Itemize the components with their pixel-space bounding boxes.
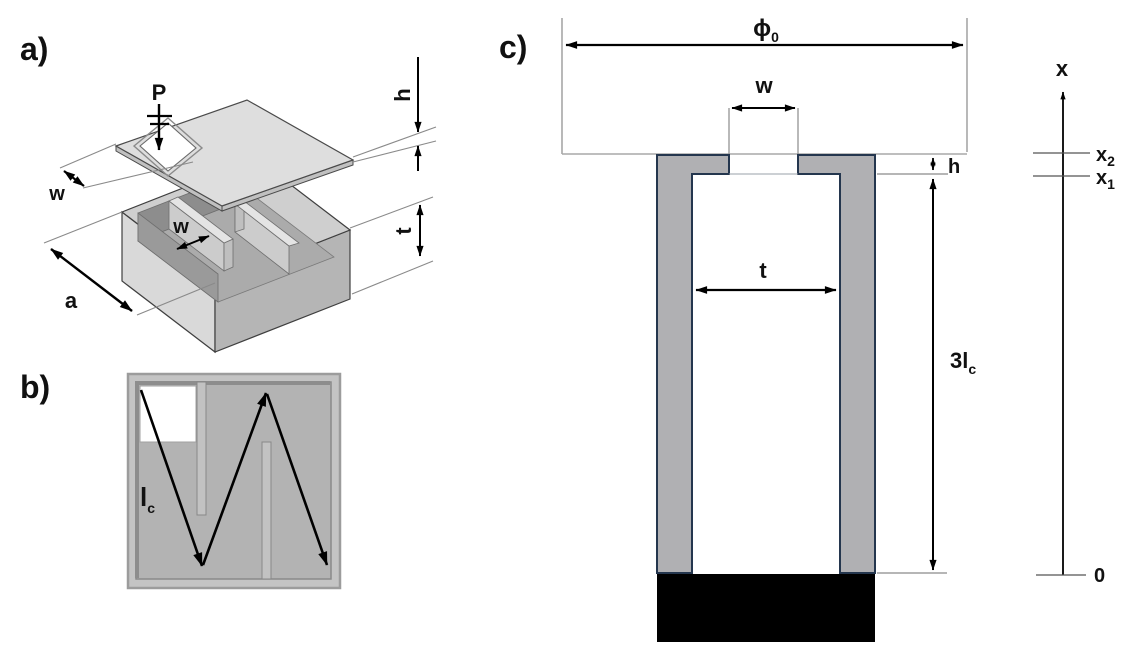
plan-inner-shadow	[135, 381, 330, 578]
channel-length-label: lc	[140, 482, 155, 516]
chip-right-wall	[797, 154, 876, 574]
total-length-label: 3lc	[950, 348, 976, 377]
dimension-lid-inlet-width: w	[48, 143, 194, 205]
dimension-channel-width: w	[172, 216, 210, 250]
lid-top-face	[114, 99, 355, 207]
channel-path-segment-3	[265, 393, 329, 566]
plan-partition-wall-1	[196, 381, 207, 516]
box-side-label: a	[65, 288, 78, 313]
extension-line	[352, 140, 437, 163]
load-label: P	[152, 80, 167, 105]
box-height-label: t	[391, 227, 416, 235]
dimension-wafer-diameter: ϕ0	[561, 15, 968, 154]
channel-path-arrows	[139, 389, 329, 567]
channel-path-segment-2	[201, 392, 268, 566]
inlet-width-label: w	[754, 73, 773, 98]
lid-thickness-label: h	[390, 88, 415, 101]
extension-line	[82, 161, 194, 189]
x-axis: x x2 x1 0	[1033, 56, 1115, 587]
zero-label: 0	[1094, 565, 1105, 587]
dimension-roof-thickness: h	[877, 156, 960, 178]
extension-line	[136, 282, 216, 316]
channel-width-label-c: t	[759, 258, 767, 283]
chip-lid-3d	[114, 99, 355, 212]
dimension-box-side: a	[43, 211, 216, 316]
partition-wall-1-end	[223, 238, 234, 272]
extension-line	[351, 260, 434, 295]
dimension-arrow	[176, 235, 210, 250]
panel-a: a) P	[20, 31, 437, 354]
wafer-diameter-label: ϕ0	[753, 15, 779, 45]
partition-wall-1-top	[168, 196, 234, 244]
channel-path-segment-1	[139, 389, 204, 567]
x2-label: x2	[1096, 144, 1115, 169]
channel-width-label: w	[172, 216, 189, 238]
panel-a-tag: a)	[20, 31, 48, 67]
plan-partition-wall-2	[261, 441, 272, 580]
plan-view: lc	[126, 372, 342, 590]
box-inner-left-wall	[137, 212, 219, 303]
dimension-channel-width-c: t	[695, 258, 837, 294]
extension-line	[349, 196, 434, 229]
x-axis-label: x	[1056, 56, 1069, 81]
dimension-inlet-width: w	[728, 73, 799, 154]
panel-b-tag: b)	[20, 369, 50, 405]
extension-line	[352, 126, 437, 158]
x1-label: x1	[1096, 167, 1115, 192]
lid-inlet-rim	[132, 117, 204, 177]
panel-c-tag: c)	[499, 29, 527, 65]
dimension-box-height: t	[349, 196, 434, 295]
dimension-arrow	[50, 248, 133, 312]
roof-thickness-label: h	[948, 156, 960, 178]
lid-inlet-width-label: w	[48, 183, 65, 205]
extension-line	[43, 211, 123, 244]
panel-c: c) ϕ0 w h	[499, 15, 1115, 642]
load-annotation: P	[147, 80, 172, 151]
dimension-lid-thickness: h	[352, 57, 437, 171]
dimension-arrow	[63, 170, 85, 187]
chip-left-wall	[656, 154, 730, 574]
chip-cross-section	[656, 154, 876, 642]
extension-line	[59, 143, 117, 169]
base-block	[657, 574, 875, 642]
dimension-total-length: 3lc	[877, 178, 976, 574]
panel-b: b) lc	[20, 369, 342, 590]
